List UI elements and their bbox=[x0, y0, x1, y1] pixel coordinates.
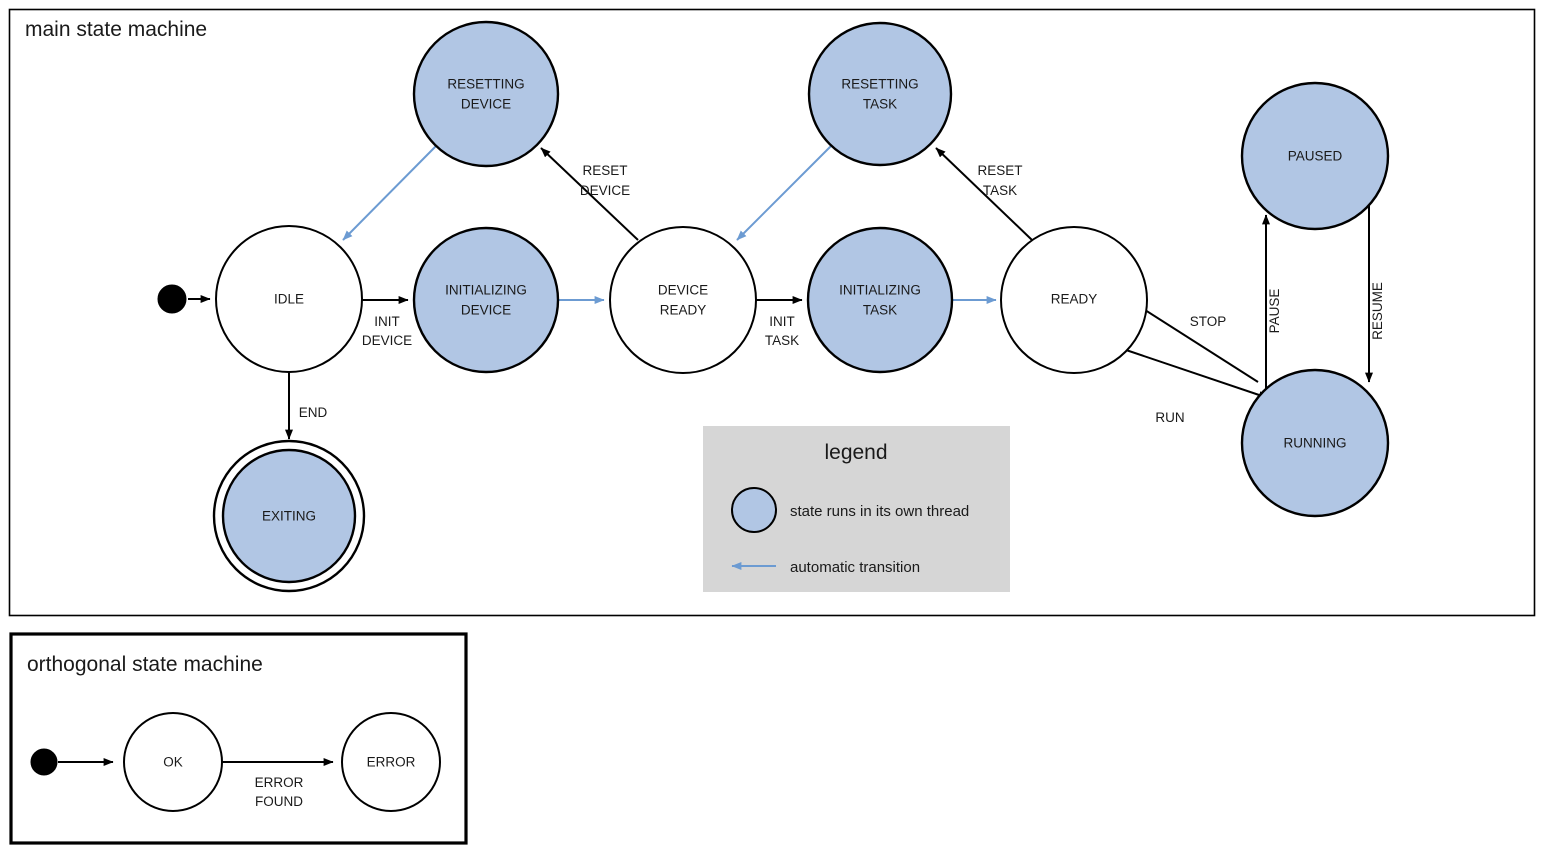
label-reset-device-line2: DEVICE bbox=[580, 183, 630, 198]
state-resetting-task-label-2: TASK bbox=[863, 97, 897, 112]
transition-running-ready bbox=[1133, 302, 1259, 383]
transition-labels-group: INIT DEVICE RESET DEVICE INIT TASK RESET… bbox=[299, 163, 1385, 425]
orthogonal-label-error-found-line2: FOUND bbox=[255, 794, 303, 809]
label-end: END bbox=[299, 405, 328, 420]
states-group: IDLE RESETTING DEVICE INITIALIZING DEVIC… bbox=[157, 20, 1390, 593]
label-pause: PAUSE bbox=[1267, 289, 1282, 334]
state-exiting-label: EXITING bbox=[262, 509, 316, 524]
legend-title: legend bbox=[824, 441, 887, 464]
state-ready[interactable]: READY bbox=[1000, 226, 1148, 374]
state-initializing-task-label-2: TASK bbox=[863, 303, 897, 318]
label-reset-task-line1: RESET bbox=[977, 163, 1022, 178]
orthogonal-state-error-label: ERROR bbox=[367, 755, 416, 770]
state-initializing-device-label-2: DEVICE bbox=[461, 303, 511, 318]
label-init-task-line1: INIT bbox=[769, 314, 795, 329]
final-state-inner-circle bbox=[221, 448, 357, 584]
transition-device-ready-resetting-device bbox=[540, 147, 639, 241]
transitions-group bbox=[188, 145, 1373, 440]
state-initializing-device[interactable]: INITIALIZING DEVICE bbox=[412, 226, 560, 374]
state-exiting[interactable]: EXITING bbox=[212, 439, 366, 593]
state-idle[interactable]: IDLE bbox=[215, 225, 363, 373]
state-resetting-device[interactable]: RESETTING DEVICE bbox=[412, 20, 560, 168]
legend-item-auto: automatic transition bbox=[731, 559, 920, 576]
label-run: RUN bbox=[1155, 410, 1184, 425]
state-device-ready-label-2: READY bbox=[660, 303, 707, 318]
state-device-ready[interactable]: DEVICE READY bbox=[609, 226, 757, 374]
state-resetting-device-label-2: DEVICE bbox=[461, 97, 511, 112]
legend-item-threaded-label: state runs in its own thread bbox=[790, 503, 969, 520]
transition-resetting-task-device-ready bbox=[736, 145, 832, 241]
state-resetting-task[interactable]: RESETTING TASK bbox=[807, 21, 953, 167]
state-idle-label: IDLE bbox=[274, 292, 304, 307]
orthogonal-initial-state-marker bbox=[30, 748, 58, 776]
legend-item-threaded: state runs in its own thread bbox=[731, 487, 969, 533]
label-resume: RESUME bbox=[1370, 282, 1385, 340]
state-ready-label: READY bbox=[1051, 292, 1098, 307]
initial-state-marker bbox=[157, 284, 187, 314]
state-paused[interactable]: PAUSED bbox=[1240, 81, 1390, 231]
transition-ready-running bbox=[1125, 349, 1269, 399]
state-initializing-task[interactable]: INITIALIZING TASK bbox=[806, 226, 954, 374]
main-title: main state machine bbox=[25, 18, 207, 41]
label-init-task-line2: TASK bbox=[765, 333, 799, 348]
label-stop: STOP bbox=[1190, 314, 1227, 329]
orthogonal-label-error-found-line1: ERROR bbox=[255, 775, 304, 790]
orthogonal-state-error[interactable]: ERROR bbox=[341, 712, 441, 812]
state-running-label: RUNNING bbox=[1284, 436, 1347, 451]
orthogonal-state-ok[interactable]: OK bbox=[123, 712, 223, 812]
legend: legend state runs in its own thread auto… bbox=[703, 426, 1010, 592]
state-device-ready-label-1: DEVICE bbox=[658, 283, 708, 298]
legend-item-auto-label: automatic transition bbox=[790, 559, 920, 576]
state-paused-label: PAUSED bbox=[1288, 149, 1343, 164]
orthogonal-title: orthogonal state machine bbox=[27, 653, 263, 676]
state-initializing-device-label-1: INITIALIZING bbox=[445, 283, 527, 298]
label-init-device-line2: DEVICE bbox=[362, 333, 412, 348]
transition-resetting-device-idle bbox=[342, 145, 437, 241]
label-reset-device-line1: RESET bbox=[582, 163, 627, 178]
state-resetting-task-label-1: RESETTING bbox=[841, 77, 918, 92]
label-reset-task-line2: TASK bbox=[983, 183, 1017, 198]
state-initializing-task-label-1: INITIALIZING bbox=[839, 283, 921, 298]
legend-threaded-circle-icon bbox=[731, 487, 777, 533]
transition-ready-resetting-task bbox=[935, 147, 1033, 241]
orthogonal-container: orthogonal state machine OK ERROR ERROR … bbox=[9, 632, 468, 845]
state-resetting-device-label-1: RESETTING bbox=[447, 77, 524, 92]
label-init-device-line1: INIT bbox=[374, 314, 400, 329]
state-running[interactable]: RUNNING bbox=[1240, 368, 1390, 518]
orthogonal-state-ok-label: OK bbox=[163, 755, 183, 770]
